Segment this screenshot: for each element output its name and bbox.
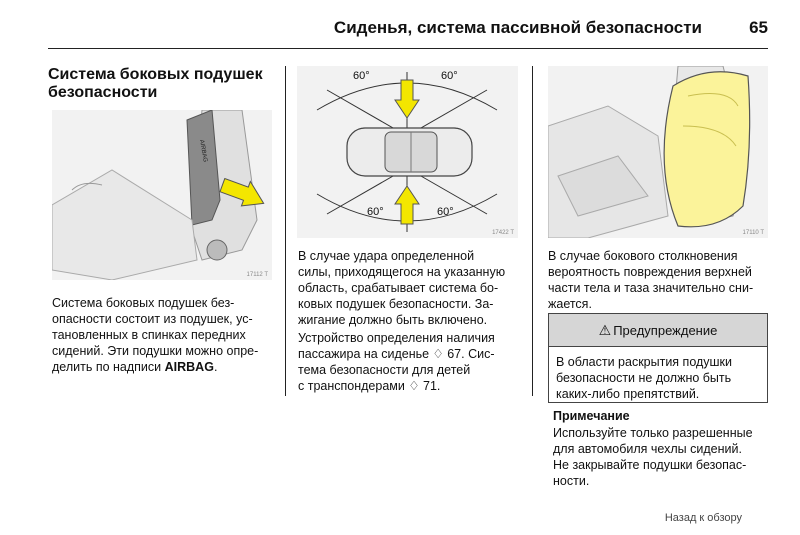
section-title: Система боковых подушек безопасности <box>48 66 278 102</box>
column-divider-1 <box>285 66 286 396</box>
col1-paragraph: Система боковых подушек без- опасности с… <box>52 295 280 375</box>
column-divider-2 <box>532 66 533 396</box>
note-line: Используйте только разрешенные <box>553 426 753 440</box>
col3-line: части тела и таза значительно сни- <box>548 281 754 295</box>
figure-impact-zones: 60° 60° 60° 60° 17422 T <box>297 66 518 238</box>
figure-code: 17422 T <box>492 230 514 236</box>
col3-line: В случае бокового столкновения <box>548 249 738 263</box>
col3-line: жается. <box>548 297 592 311</box>
angle-label-bottom-left: 60° <box>367 206 384 218</box>
angle-label-top-left: 60° <box>353 70 370 82</box>
back-to-overview-link[interactable]: Назад к обзору <box>664 512 742 524</box>
col2-line: Устройство определения наличия <box>298 331 495 345</box>
warning-line: каких-либо препятствий. <box>556 387 700 401</box>
svg-text:AIRBAG: AIRBAG <box>198 139 208 163</box>
warning-line: В области раскрытия подушки <box>556 355 733 369</box>
note-body: Используйте только разрешенные для автом… <box>553 425 773 489</box>
col2-line: с транспондерами ♢ 71. <box>298 379 441 393</box>
col1-line: опасности состоит из подушек, ус- <box>52 312 253 326</box>
warning-box: ⚠ Предупреждение В области раскрытия под… <box>548 313 768 403</box>
impact-zones-illustration <box>316 72 498 232</box>
note-line: Не закрывайте подушки безопас- <box>553 458 747 472</box>
header-title: Сиденья, система пассивной безопасности <box>333 18 702 37</box>
angle-label-bottom-right: 60° <box>437 206 454 218</box>
section-title-line-2: безопасности <box>48 84 158 101</box>
note-title: Примечание <box>553 409 630 423</box>
col2-line: пассажира на сиденье ♢ 67. Сис- <box>298 347 495 361</box>
warning-title: Предупреждение <box>613 322 718 338</box>
col2-line: тема безопасности для детей <box>298 363 471 377</box>
section-title-line-1: Система боковых подушек <box>48 66 263 83</box>
figure-seat-airbag: AIRBAG 17112 T <box>52 110 272 280</box>
col2-line: ковых подушек безопасности. За- <box>298 297 494 311</box>
figure-code: 17112 T <box>246 272 268 278</box>
col1-line: сидений. Эти подушки можно опре- <box>52 344 259 358</box>
seat-airbag-illustration: AIRBAG <box>52 110 265 280</box>
warning-triangle-icon: ⚠ <box>598 321 612 338</box>
col1-line: Система боковых подушек без- <box>52 296 235 310</box>
deployed-airbag-illustration <box>548 66 751 238</box>
warning-line: безопасности не должно быть <box>556 371 732 385</box>
col2-line: область, срабатывает система бо- <box>298 281 499 295</box>
col3-line: вероятность повреждения верхней <box>548 265 752 279</box>
col2-line: силы, приходящегося на указанную <box>298 265 506 279</box>
figure-code: 17110 T <box>742 230 764 236</box>
warning-header: ⚠ Предупреждение <box>549 314 767 347</box>
col1-line-last: делить по надписи AIRBAG. <box>52 360 218 374</box>
airbag-label-text: AIRBAG <box>164 360 214 374</box>
warning-body: В области раскрытия подушки безопасности… <box>549 347 767 409</box>
col2-paragraph-2: Устройство определения наличия пассажира… <box>298 330 526 394</box>
note-line: ности. <box>553 474 590 488</box>
col2-line: жигание должно быть включено. <box>298 313 488 327</box>
note-line: для автомобиля чехлы сидений. <box>553 442 742 456</box>
col3-paragraph-1: В случае бокового столкновения вероятнос… <box>548 248 772 312</box>
figure-deployed-airbag: 17110 T <box>548 66 768 238</box>
angle-label-top-right: 60° <box>441 70 458 82</box>
col2-line: В случае удара определенной <box>298 249 475 263</box>
col2-paragraph-1: В случае удара определенной силы, приход… <box>298 248 526 328</box>
col1-line: тановленных в спинках передних <box>52 328 246 342</box>
page-header: Сиденья, система пассивной безопасности … <box>48 14 768 49</box>
page-number: 65 <box>749 18 768 37</box>
